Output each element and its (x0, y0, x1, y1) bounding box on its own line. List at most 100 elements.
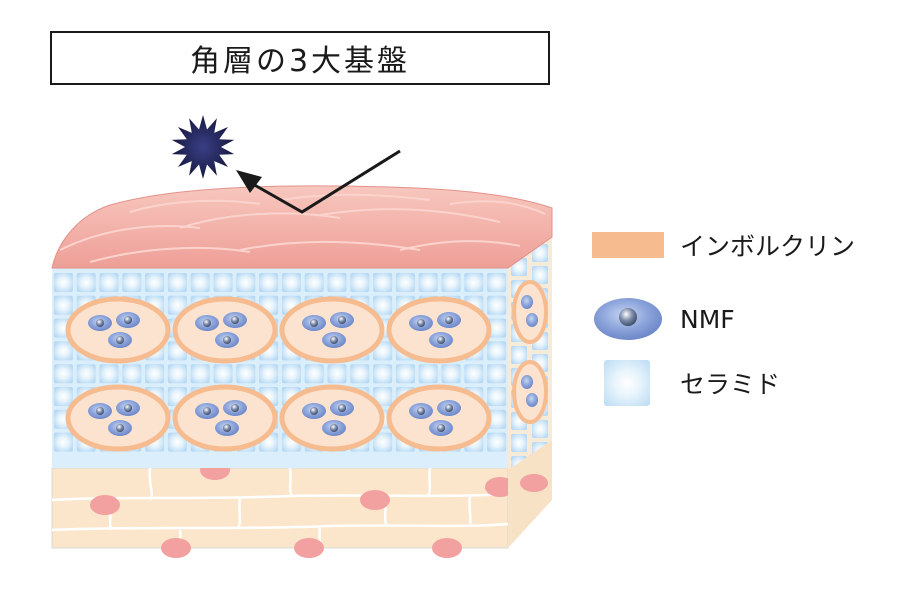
ceramide-square (395, 364, 415, 384)
ceramide-square (167, 295, 187, 315)
ceramide-square (350, 273, 370, 292)
involucrin-envelope (279, 296, 385, 364)
ceramide-square (487, 273, 507, 292)
ceramide-square (441, 364, 461, 384)
surface-scale (89, 246, 251, 263)
cell-boundary (148, 467, 154, 501)
ceramide-square (373, 364, 393, 384)
ceramide-square (327, 273, 347, 292)
nmf-core (445, 404, 453, 412)
ceramide-square (122, 364, 142, 384)
nmf-core (231, 316, 239, 324)
involucrin-envelope (65, 296, 171, 364)
surface-scale (179, 212, 341, 229)
nmf-particle (526, 393, 538, 407)
ceramide-square (213, 273, 233, 292)
ceramide-square (487, 295, 507, 315)
ceramide-square (167, 364, 187, 384)
irritant-icon (171, 115, 235, 179)
cell-boundary (51, 522, 509, 532)
lower-cell-layer (51, 460, 515, 558)
legend-label: NMF (680, 304, 735, 334)
involucrin-swatch-icon (592, 232, 664, 258)
surface-scale (279, 193, 431, 201)
nmf-core (116, 424, 124, 432)
ceramide-square (53, 432, 73, 452)
ceramide-square (418, 273, 438, 292)
stratum-corneum-band (52, 268, 508, 468)
involucrin-envelope (386, 384, 492, 452)
nmf-core (445, 316, 453, 324)
page-title: 角層の3大基盤 (189, 44, 411, 79)
ceramide-square (395, 273, 415, 292)
surface-scale (129, 199, 261, 213)
involucrin-envelope (65, 384, 171, 452)
ceramide-square (53, 387, 73, 406)
nmf-core (338, 404, 346, 412)
skin-surface (51, 185, 553, 269)
nmf-core (96, 319, 104, 327)
ceramide-square (122, 273, 142, 292)
ceramide-square (99, 364, 119, 384)
nmf-core (437, 424, 445, 432)
ceramide-square (190, 273, 210, 292)
ceramide-square (145, 364, 165, 384)
ceramide-square (236, 364, 256, 384)
ceramide-square (213, 364, 233, 384)
ceramide-square (99, 273, 119, 292)
ceramide-square (373, 387, 393, 406)
ceramide-square (53, 273, 73, 292)
legend-item-involucrin: インボルクリン (592, 232, 855, 261)
nmf-core (116, 336, 124, 344)
ceramide-square (511, 346, 527, 364)
ceramide-square (304, 364, 324, 384)
ceramide-square (487, 341, 507, 361)
surface-scale (449, 200, 546, 215)
ceramide-square (145, 273, 165, 292)
nmf-core (124, 316, 132, 324)
cell-boundary (51, 492, 509, 502)
involucrin-envelope (172, 296, 278, 364)
nmf-core (223, 424, 231, 432)
nmf-core (310, 407, 318, 415)
nmf-core (203, 319, 211, 327)
cell-boundary (236, 497, 242, 529)
ceramide-square (53, 295, 73, 315)
title-box: 角層の3大基盤 (50, 31, 550, 85)
surface-scale (399, 240, 521, 251)
ceramide-square (373, 432, 393, 452)
ceramide-square (464, 273, 484, 292)
ceramide-square (76, 273, 96, 292)
nmf-core (330, 424, 338, 432)
legend-item-nmf: NMF (592, 296, 735, 342)
nmf-core (223, 336, 231, 344)
cell-boundary (426, 467, 432, 497)
legend-item-ceramide: セラミド (592, 360, 780, 406)
cell-nucleus (90, 495, 120, 515)
ceramide-square (259, 273, 279, 292)
nmf-core (417, 407, 425, 415)
surface-scale (319, 208, 501, 223)
nmf-particle (526, 313, 538, 327)
nmf-core (96, 407, 104, 415)
ceramide-square (167, 273, 187, 292)
nmf-ellipse-icon (594, 298, 662, 340)
nmf-core (310, 319, 318, 327)
ceramide-square (259, 364, 279, 384)
ceramide-square (373, 295, 393, 315)
irritant-star (171, 115, 235, 179)
ceramide-square (190, 364, 210, 384)
ceramide-square (236, 273, 256, 292)
involucrin-envelope (386, 296, 492, 364)
ceramide-square (53, 341, 73, 361)
ceramide-square (532, 266, 548, 284)
ceramide-square (511, 434, 527, 452)
involucrin-envelope (512, 360, 548, 424)
involucrin-envelope (279, 384, 385, 452)
ceramide-square (304, 273, 324, 292)
cell-nucleus (432, 538, 462, 558)
ceramide-square-icon (604, 360, 650, 406)
nmf-core (437, 336, 445, 344)
cell-nucleus (485, 477, 515, 497)
